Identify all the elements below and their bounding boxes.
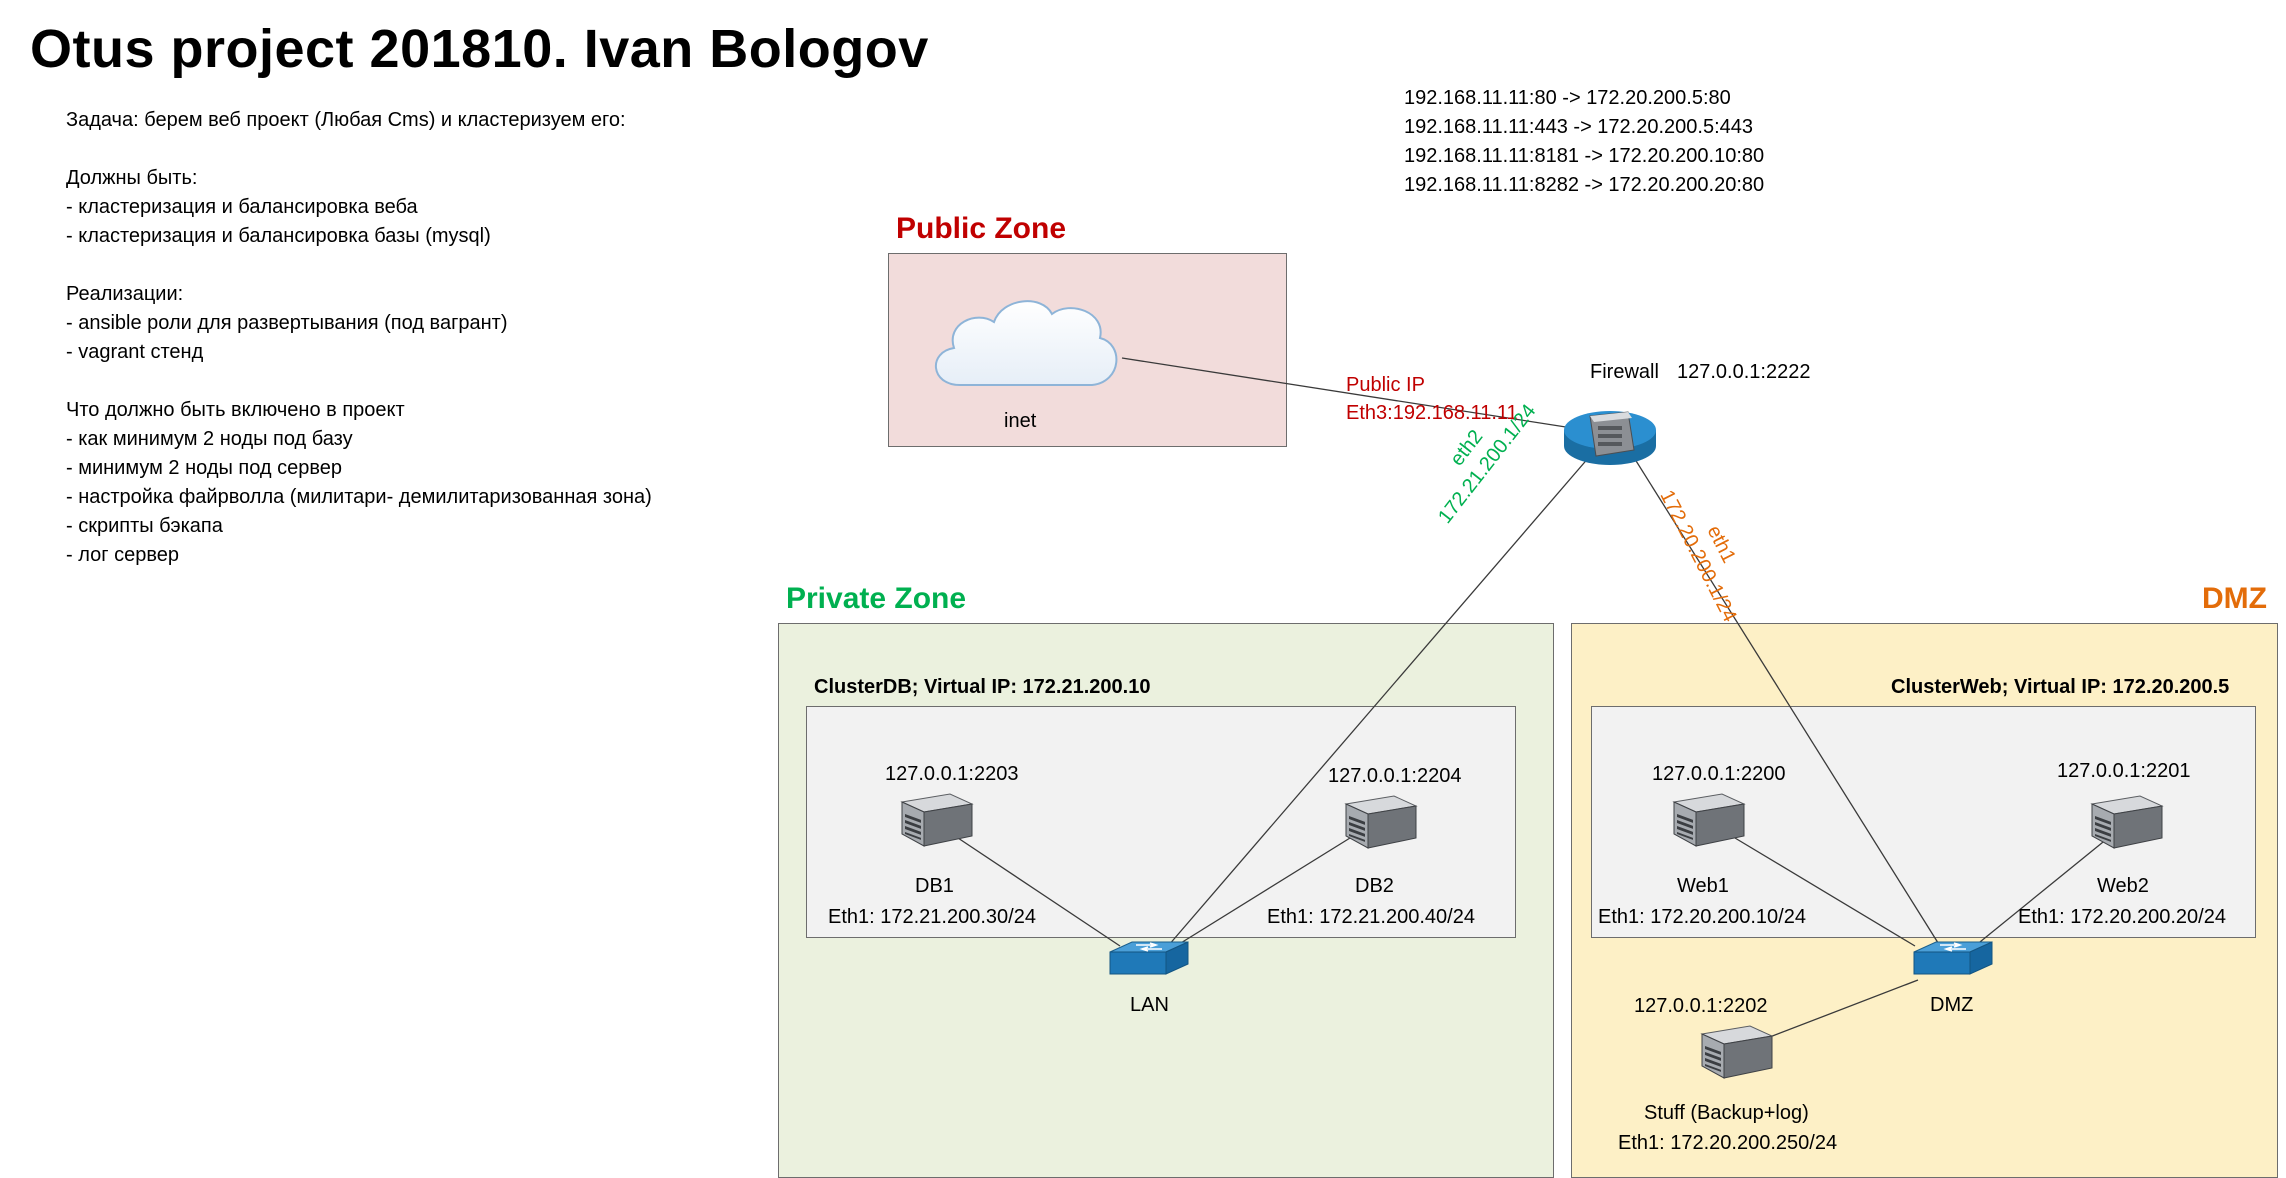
server-icon [1666, 788, 1750, 857]
link-firewall-dmz-switch [1632, 455, 1941, 947]
web2-ip: Eth1: 172.20.200.20/24 [2018, 906, 2226, 928]
task-line: Реализации: [66, 283, 184, 305]
link-web1-dmz [1734, 837, 1916, 947]
cloud-icon [935, 300, 1118, 386]
public-ip-value: Eth3:192.168.11.11 [1346, 402, 1518, 424]
nat-rule: 192.168.11.11:8282 -> 172.20.200.20:80 [1404, 174, 1765, 196]
nat-rule: 192.168.11.11:80 -> 172.20.200.5:80 [1404, 87, 1731, 109]
nat-rule: 192.168.11.11:8181 -> 172.20.200.10:80 [1404, 145, 1765, 167]
task-line: - ansible роли для развертывания (под ва… [66, 312, 508, 334]
task-line: - vagrant стенд [66, 341, 204, 363]
firewall-name: Firewall [1590, 361, 1659, 383]
db2-name: DB2 [1355, 875, 1394, 897]
task-line: - лог сервер [66, 544, 179, 566]
server-icon [1694, 1020, 1778, 1089]
task-line: Должны быть: [66, 167, 198, 189]
link-db2-lan [1175, 837, 1351, 947]
public-ip-label: Public IP [1346, 374, 1425, 396]
public-zone-title: Public Zone [896, 212, 1067, 245]
task-line: Что должно быть включено в проект [66, 399, 405, 421]
stuff-address: 127.0.0.1:2202 [1634, 995, 1768, 1017]
clusterweb-title: ClusterWeb; Virtual IP: 172.20.200.5 [1891, 676, 2230, 698]
lan-switch-label: LAN [1130, 994, 1169, 1016]
server-icon [894, 788, 978, 857]
db2-address: 127.0.0.1:2204 [1328, 765, 1462, 787]
dmz-zone-title: DMZ [2202, 582, 2267, 615]
private-zone-title: Private Zone [786, 582, 967, 615]
task-line: - настройка файрволла (милитари- демилит… [66, 486, 652, 508]
inet-label: inet [1004, 410, 1037, 432]
stuff-ip: Eth1: 172.20.200.250/24 [1618, 1132, 1838, 1154]
dmz-switch-label: DMZ [1930, 994, 1974, 1016]
firewall-address: 127.0.0.1:2222 [1677, 361, 1811, 383]
task-line: - минимум 2 ноды под сервер [66, 457, 343, 479]
server-icon [1338, 790, 1422, 859]
server-icon [2084, 790, 2168, 859]
task-line: Задача: берем веб проект (Любая Cms) и к… [66, 109, 626, 131]
firewall-router-icon [1564, 411, 1656, 465]
db1-name: DB1 [915, 875, 954, 897]
nat-rule: 192.168.11.11:443 -> 172.20.200.5:443 [1404, 116, 1754, 138]
web2-address: 127.0.0.1:2201 [2057, 760, 2191, 782]
link-db1-lan [957, 837, 1121, 947]
db1-ip: Eth1: 172.21.200.30/24 [828, 906, 1036, 928]
task-line: - скрипты бэкапа [66, 515, 223, 537]
web1-address: 127.0.0.1:2200 [1652, 763, 1786, 785]
page-title: Otus project 201810. Ivan Bologov [30, 19, 929, 79]
switch-icon [1910, 938, 1996, 991]
switch-icon [1106, 938, 1192, 991]
stuff-name: Stuff (Backup+log) [1644, 1102, 1809, 1124]
web1-ip: Eth1: 172.20.200.10/24 [1598, 906, 1806, 928]
nat-rules: 192.168.11.11:80 -> 172.20.200.5:80 192.1… [1404, 84, 1764, 200]
task-line: - как минимум 2 ноды под базу [66, 428, 353, 450]
link-firewall-lan [1167, 455, 1591, 947]
task-description: Задача: берем веб проект (Любая Cms) и к… [66, 106, 652, 570]
web1-name: Web1 [1677, 875, 1729, 897]
link-inet-firewall [1121, 357, 1599, 433]
link-stuff-dmz [1761, 979, 1919, 1041]
link-web2-dmz [1974, 837, 2109, 947]
clusterdb-title: ClusterDB; Virtual IP: 172.21.200.10 [814, 676, 1151, 698]
web2-name: Web2 [2097, 875, 2149, 897]
db1-address: 127.0.0.1:2203 [885, 763, 1019, 785]
task-line: - кластеризация и балансировка веба [66, 196, 418, 218]
db2-ip: Eth1: 172.21.200.40/24 [1267, 906, 1475, 928]
task-line: - кластеризация и балансировка базы (mys… [66, 225, 491, 247]
